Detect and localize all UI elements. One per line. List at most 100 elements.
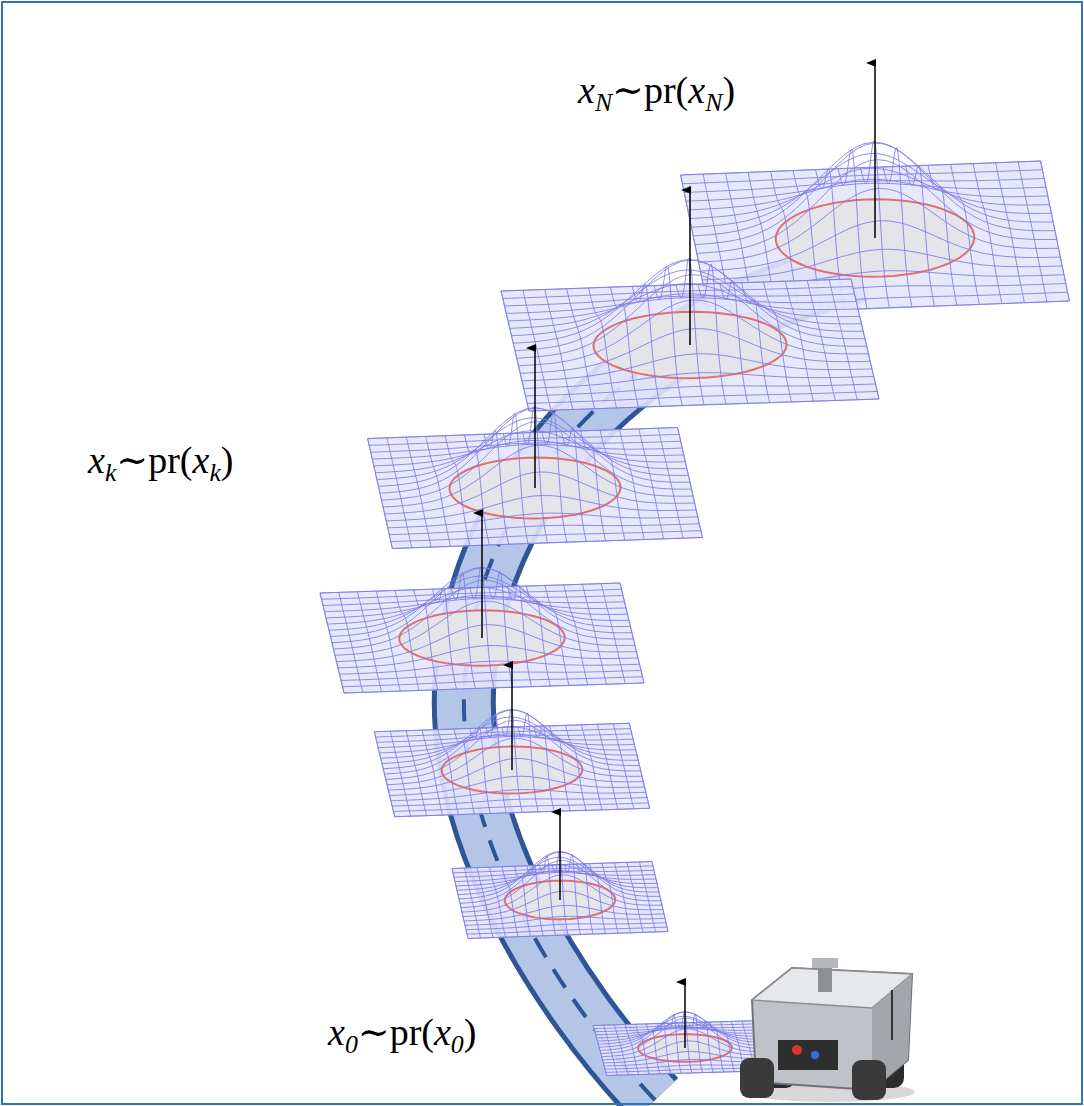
mesh-line: [640, 862, 656, 932]
mesh-line: [951, 164, 980, 304]
mesh-line: [522, 354, 872, 381]
mesh-line: [512, 270, 862, 336]
mesh-line: [545, 289, 573, 409]
mesh-line: [610, 287, 638, 407]
mesh-line: [597, 1027, 767, 1038]
mesh-line: [395, 808, 650, 817]
mesh-line: [395, 590, 419, 690]
mesh-line: [526, 586, 550, 686]
mesh-line: [393, 803, 648, 812]
mesh-line: [389, 524, 699, 535]
mesh-line: [534, 725, 554, 812]
mesh-line: [320, 593, 344, 693]
mesh-line: [566, 725, 586, 810]
mesh-line: [382, 422, 692, 501]
mesh-line: [387, 738, 642, 784]
mesh-line: [452, 868, 468, 938]
mesh-line: [326, 596, 626, 618]
mesh-line: [629, 723, 649, 808]
mesh-line: [374, 441, 684, 466]
gaussian-plane: [501, 190, 879, 411]
mesh-line: [785, 281, 813, 401]
mesh-line: [520, 329, 870, 374]
mesh-line: [807, 280, 835, 400]
mesh-line: [386, 720, 641, 779]
gaussian-plane: [368, 348, 703, 549]
mesh-line: [335, 601, 635, 655]
mesh-line: [636, 1024, 650, 1074]
mesh-line: [466, 923, 666, 930]
mesh-line: [502, 867, 518, 937]
mesh-line: [337, 625, 637, 662]
mesh-line: [567, 289, 595, 409]
mesh-line: [392, 798, 647, 807]
mesh-line: [527, 391, 877, 403]
mesh-line: [603, 1041, 773, 1060]
mesh-line: [702, 249, 1062, 280]
mesh-line: [383, 445, 693, 507]
mesh-line: [597, 724, 617, 809]
gaussian-planes: [320, 63, 1069, 1076]
mesh-line: [529, 399, 879, 411]
mesh-line: [406, 437, 431, 547]
mesh-line: [501, 291, 529, 411]
axis-arrow: [481, 513, 483, 638]
mesh-line: [614, 1025, 628, 1075]
mesh-line: [372, 444, 682, 459]
mesh-line: [1018, 162, 1047, 302]
mesh-line: [639, 429, 664, 539]
mesh-line: [341, 670, 641, 680]
mesh-line: [458, 857, 658, 894]
mesh-line: [513, 260, 863, 344]
mesh-line: [508, 585, 532, 687]
mesh-line: [973, 164, 1002, 304]
mesh-line: [526, 384, 876, 396]
mesh-line: [464, 435, 489, 545]
mesh-line: [598, 1016, 768, 1044]
mesh-line: [742, 283, 770, 403]
axis-arrow: [511, 665, 513, 770]
robot-illustration: [740, 958, 915, 1102]
axis-arrow: [689, 190, 691, 345]
mesh-line: [377, 418, 687, 480]
mesh-line: [379, 734, 634, 753]
mesh-line: [467, 927, 667, 934]
mesh-line: [503, 414, 528, 544]
mesh-line: [368, 438, 393, 548]
mesh-line: [550, 726, 570, 811]
mesh-line: [627, 862, 643, 932]
mesh-line: [615, 863, 631, 933]
mesh-line: [433, 587, 457, 689]
mesh-line: [506, 298, 856, 314]
mesh-line: [596, 1028, 766, 1035]
mesh-line: [519, 300, 869, 366]
axis-arrow: [684, 982, 686, 1048]
distribution-label: xN∼pr(xN): [578, 70, 735, 117]
axis-arrow: [534, 348, 536, 488]
mesh-line: [697, 160, 1057, 254]
mesh-line: [906, 166, 935, 306]
gaussian-plane: [320, 513, 644, 693]
mesh-line: [456, 871, 656, 886]
mesh-line: [406, 731, 426, 816]
mesh-line: [329, 576, 629, 630]
mesh-line: [438, 730, 458, 815]
mesh-line: [583, 584, 607, 684]
mesh-line: [561, 428, 586, 542]
mesh-line: [388, 758, 643, 790]
mesh-line: [386, 496, 696, 521]
mesh-line: [378, 736, 633, 747]
mesh-line: [392, 537, 702, 548]
mesh-line: [426, 436, 451, 546]
mesh-line: [445, 436, 470, 546]
mesh-line: [602, 1029, 772, 1057]
axis-arrow: [559, 812, 561, 900]
mesh-line: [378, 408, 688, 487]
mesh-line: [477, 868, 493, 938]
mesh-line: [463, 891, 663, 916]
mesh-line: [470, 727, 490, 814]
mesh-line: [374, 732, 394, 817]
mesh-line: [619, 430, 644, 540]
mesh-line: [829, 280, 857, 400]
